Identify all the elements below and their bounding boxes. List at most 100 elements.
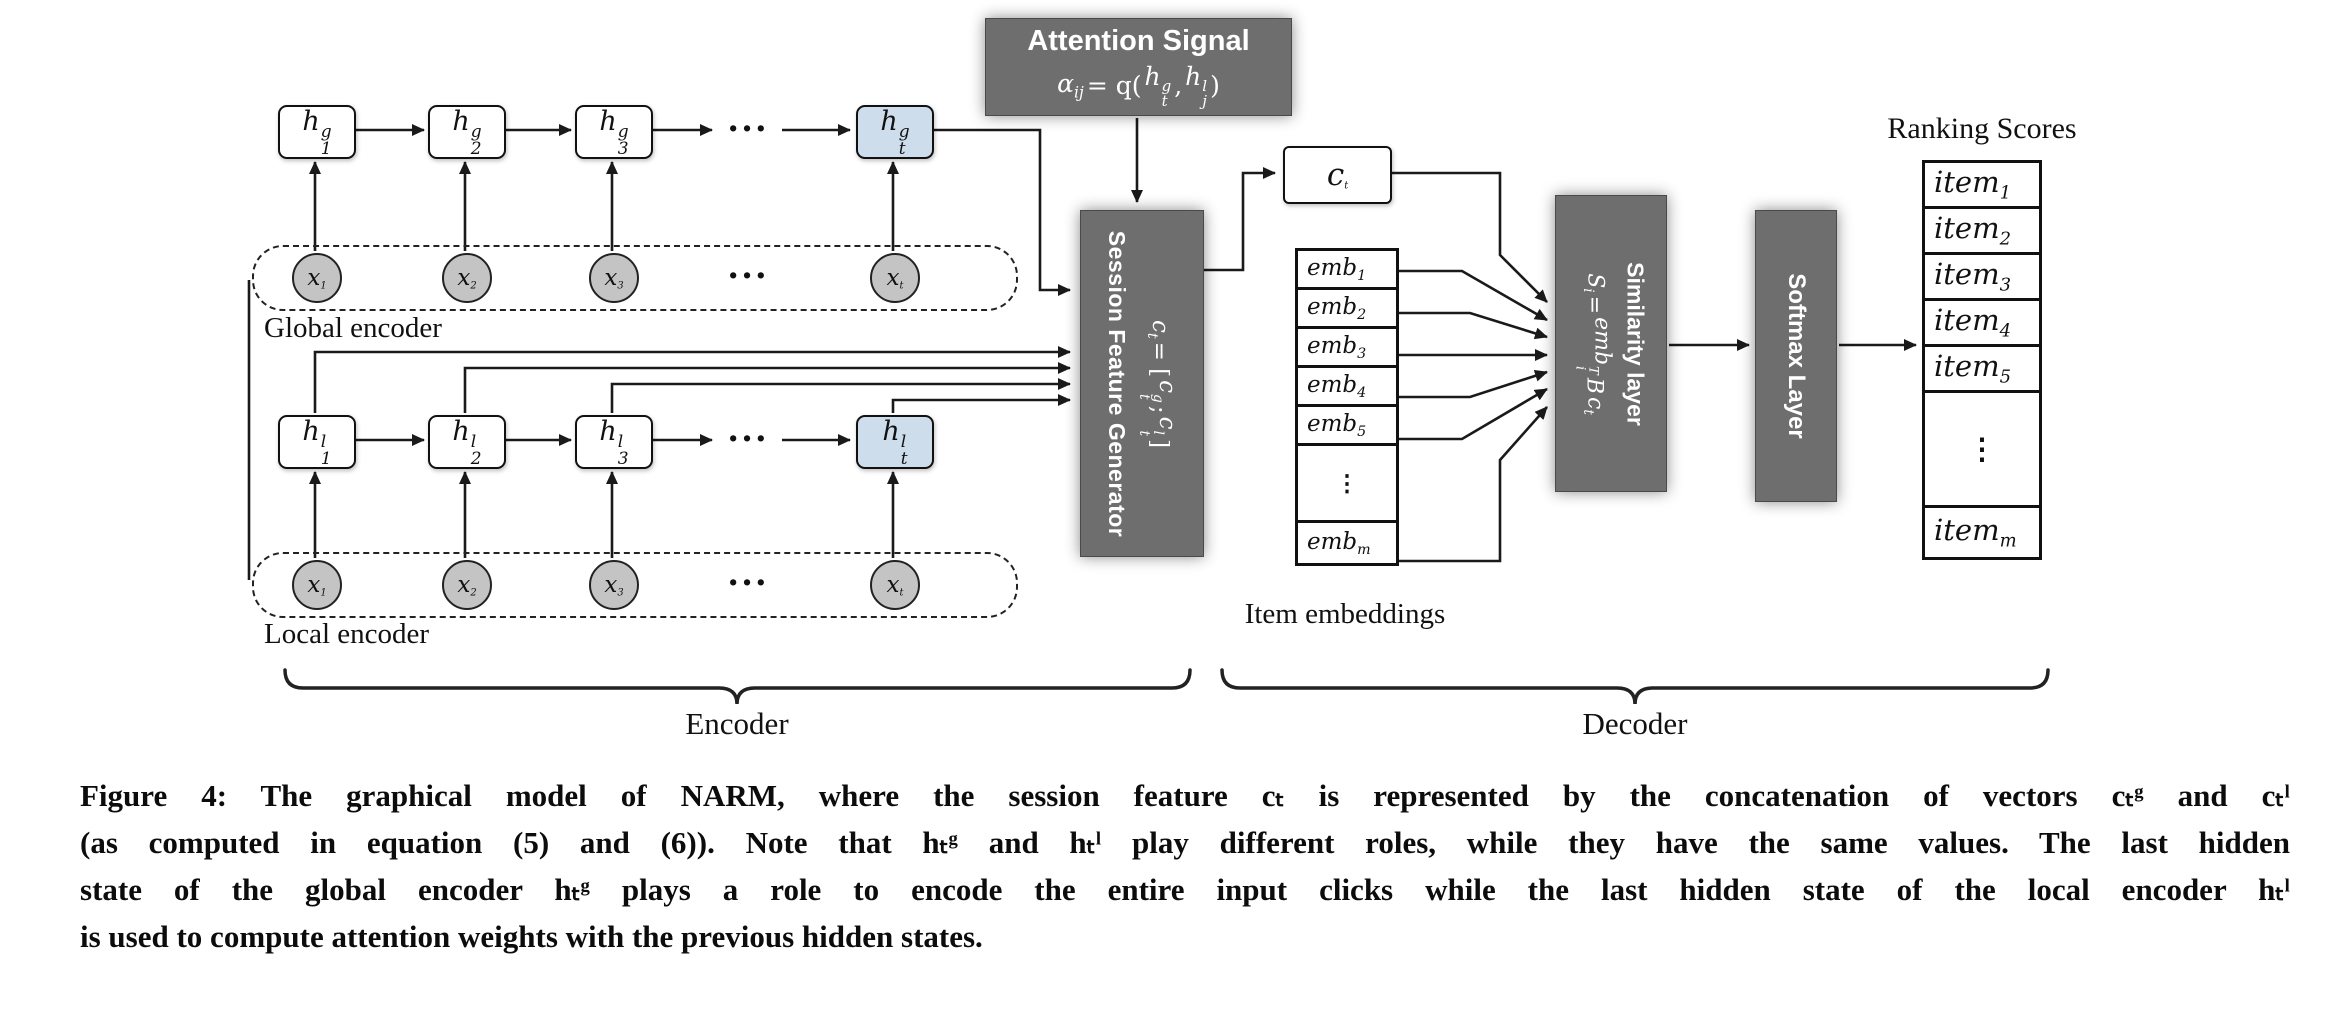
math-base: item xyxy=(1934,165,2000,200)
math-base: emb xyxy=(1307,255,1358,281)
math-sup: g xyxy=(898,122,910,143)
embedding-row-m: embm xyxy=(1295,520,1399,566)
math-token: x3 xyxy=(604,265,623,291)
local-input-x1: x1 xyxy=(292,560,342,610)
math-token: item4 xyxy=(1934,303,2011,341)
item-embeddings-label: Item embeddings xyxy=(1244,598,1446,630)
softmax-vertical-text: Softmax Layer xyxy=(1782,273,1810,438)
ranking-row-m: itemm xyxy=(1922,505,2042,560)
math-base: emb xyxy=(1307,411,1358,437)
caption-line-4: is used to compute attention weights wit… xyxy=(80,919,983,954)
math-sup: g xyxy=(617,122,629,143)
math-base: x xyxy=(604,571,618,598)
math-token: item5 xyxy=(1934,349,2011,387)
math-token: emb1 xyxy=(1307,254,1366,284)
math-token: xt xyxy=(887,265,904,291)
math-sup: l xyxy=(900,432,907,453)
math-token: ct xyxy=(1327,157,1348,193)
math-sub: 4 xyxy=(1999,320,2012,342)
math-token: emb3 xyxy=(1307,332,1366,362)
math-sub: 5 xyxy=(1999,366,2012,388)
math-base: item xyxy=(1934,257,2000,292)
math-sub: 1 xyxy=(320,449,332,470)
math-sub: 3 xyxy=(617,449,629,470)
math-sup: g xyxy=(1149,393,1166,403)
math-base: item xyxy=(1934,211,2000,246)
embedding-row-ellipsis: ⋮ xyxy=(1295,443,1399,523)
math-base: x xyxy=(307,571,321,598)
math-sup: l xyxy=(1202,77,1208,96)
math-sub: t xyxy=(1161,92,1168,111)
math-token: x1 xyxy=(307,572,326,598)
math-sub: 3 xyxy=(617,587,624,599)
math-sub: 1 xyxy=(320,587,327,599)
math-sup: l xyxy=(320,432,327,453)
math-token: ct xyxy=(1580,397,1609,415)
decoder-section-label: Decoder xyxy=(1582,706,1688,741)
math-token: , xyxy=(1174,71,1183,100)
math-base: x xyxy=(604,264,618,291)
math-base: x xyxy=(307,264,321,291)
math-base: x xyxy=(886,264,900,291)
ranking-row-2: item2 xyxy=(1922,206,2042,255)
embedding-row-2: emb2 xyxy=(1295,287,1399,329)
local-input-sequence-box xyxy=(252,552,1018,618)
math-base: x xyxy=(457,571,471,598)
math-base: c xyxy=(1326,157,1345,193)
math-sub: 2 xyxy=(470,449,482,470)
math-sup: l xyxy=(617,432,624,453)
ranking-row-ellipsis: ⋮ xyxy=(1922,390,2042,508)
global-inputs-ellipsis: ··· xyxy=(727,256,769,296)
encoder-section-label: Encoder xyxy=(685,706,789,741)
caption-line-2: (as computed in equation (5) and (6)). N… xyxy=(80,825,2290,860)
math-token: αij xyxy=(1057,69,1084,101)
ranking-row-1: item1 xyxy=(1922,160,2042,209)
math-base: emb xyxy=(1307,529,1358,555)
math-sub: 2 xyxy=(470,587,477,599)
math-sub: 1 xyxy=(1999,182,2012,204)
math-sup: g xyxy=(1161,77,1172,96)
math-sub: t xyxy=(899,280,904,292)
math-sub: 3 xyxy=(617,139,629,160)
math-base: h xyxy=(452,105,470,137)
global-encoder-label: Global encoder xyxy=(264,312,442,344)
math-base: α xyxy=(1057,69,1075,99)
decoder-brace xyxy=(1220,668,2050,705)
math-sub: 1 xyxy=(1357,267,1367,284)
global-input-x2: x2 xyxy=(442,253,492,303)
input-arrows xyxy=(309,161,899,558)
math-base: h xyxy=(880,105,898,137)
math-base: emb xyxy=(1307,333,1358,359)
caption-line-1: Figure 4: The graphical model of NARM, w… xyxy=(80,778,2290,813)
math-base: S xyxy=(1582,272,1608,288)
math-token: x3 xyxy=(604,572,623,598)
encoder-brace xyxy=(283,668,1192,705)
math-sub: 4 xyxy=(1357,384,1367,401)
math-token: ct xyxy=(1144,319,1174,338)
attention-signal-title: Attention Signal xyxy=(1027,24,1250,57)
global-input-x1: x1 xyxy=(292,253,342,303)
decoder-arrows xyxy=(1204,167,1917,563)
item-embeddings-stack: emb1 emb2 emb3 emb4 emb5 ⋮ embm xyxy=(1295,248,1399,566)
